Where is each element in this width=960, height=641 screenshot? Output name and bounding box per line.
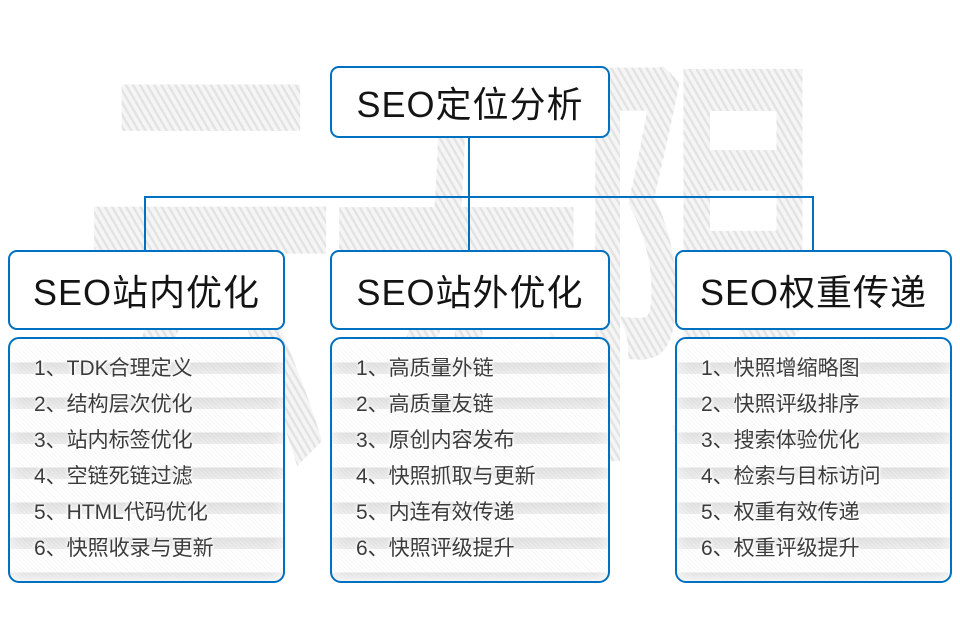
list-item: 3、搜索体验优化	[701, 429, 860, 452]
list-item: 1、TDK合理定义	[34, 357, 193, 380]
list-item: 1、快照增缩略图	[701, 357, 860, 380]
panel-offsite-list: 1、高质量外链 2、高质量友链 3、原创内容发布 4、快照抓取与更新 5、内连有…	[330, 337, 610, 583]
connector-drop-left	[144, 197, 146, 250]
node-weight-label: SEO权重传递	[699, 272, 928, 313]
onsite-item-list: 1、TDK合理定义 2、结构层次优化 3、站内标签优化 4、空链死链过滤 5、H…	[10, 339, 283, 567]
list-item: 6、快照评级提升	[356, 537, 515, 560]
offsite-item-list: 1、高质量外链 2、高质量友链 3、原创内容发布 4、快照抓取与更新 5、内连有…	[332, 339, 608, 567]
list-item: 5、内连有效传递	[356, 501, 515, 524]
list-item: 4、快照抓取与更新	[356, 465, 536, 488]
connector-root-stem	[468, 138, 470, 197]
list-item: 2、结构层次优化	[34, 393, 193, 416]
panel-onsite-list: 1、TDK合理定义 2、结构层次优化 3、站内标签优化 4、空链死链过滤 5、H…	[8, 337, 285, 583]
list-item: 2、快照评级排序	[701, 393, 860, 416]
root-node-label: SEO定位分析	[356, 84, 584, 125]
list-item: 4、空链死链过滤	[34, 465, 193, 488]
list-item: 3、原创内容发布	[356, 429, 515, 452]
node-weight-transfer: SEO权重传递	[675, 250, 952, 330]
connector-drop-right	[812, 197, 814, 250]
weight-item-list: 1、快照增缩略图 2、快照评级排序 3、搜索体验优化 4、检索与目标访问 5、权…	[677, 339, 950, 567]
list-item: 6、快照收录与更新	[34, 537, 214, 560]
root-node: SEO定位分析	[330, 66, 610, 138]
list-item: 5、权重有效传递	[701, 501, 860, 524]
node-onsite-optimization: SEO站内优化	[8, 250, 285, 330]
list-item: 4、检索与目标访问	[701, 465, 881, 488]
node-offsite-optimization: SEO站外优化	[330, 250, 610, 330]
node-onsite-label: SEO站内优化	[32, 272, 261, 313]
list-item: 5、HTML代码优化	[34, 501, 208, 524]
connector-drop-middle	[468, 197, 470, 250]
list-item: 6、权重评级提升	[701, 537, 860, 560]
node-offsite-label: SEO站外优化	[356, 272, 584, 313]
panel-weight-list: 1、快照增缩略图 2、快照评级排序 3、搜索体验优化 4、检索与目标访问 5、权…	[675, 337, 952, 583]
list-item: 2、高质量友链	[356, 393, 494, 416]
list-item: 3、站内标签优化	[34, 429, 193, 452]
connector-horizontal-bar	[144, 196, 814, 198]
list-item: 1、高质量外链	[356, 357, 494, 380]
